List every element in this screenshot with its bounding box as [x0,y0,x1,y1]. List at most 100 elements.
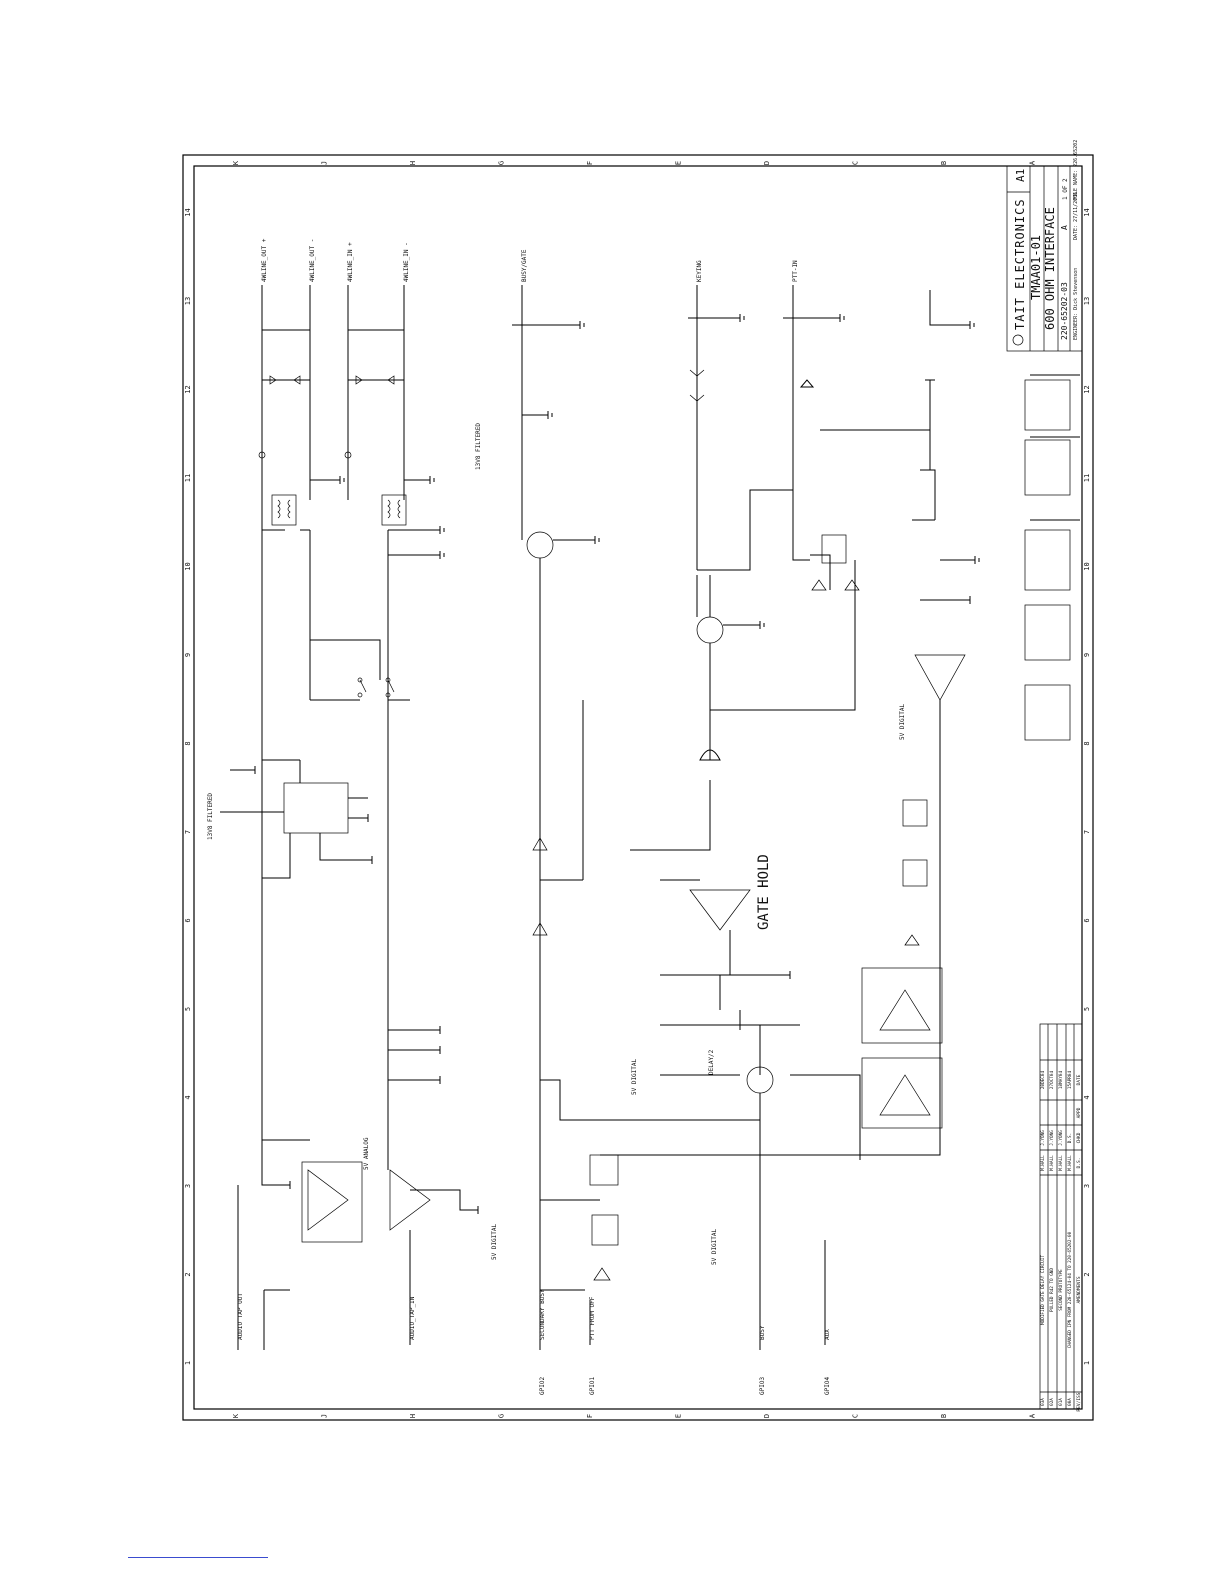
grid-col-5-left: 5 [184,1007,192,1011]
net-5v-digital-4: 5V DIGITAL [899,703,906,740]
grid-col-13-right: 13 [1083,297,1091,305]
grid-col-11-right: 11 [1083,474,1091,482]
rev-cell-3-1: CHANGED IPN FROM 220-65124-04 TO 220-652… [1067,1231,1073,1348]
supply-net-labels: 5V DIGITAL 5V DIGITAL 5V DIGITAL 5V DIGI… [363,703,906,1265]
rev-header-0: REV/ISS [1076,1392,1082,1411]
s1-upper-switches [310,639,410,701]
grid-row-h-top: H [409,161,417,165]
rev-header-3: CHKD [1076,1132,1082,1143]
transistor-q2 [526,531,554,559]
grid-row-a-bottom: A [1029,1413,1037,1418]
grid-col-7-right: 7 [1083,830,1091,834]
rev-cell-2-5: 18MAY04 [1058,1071,1064,1090]
spare-opamps [861,967,943,1129]
rev-cell-2-2: M.HALL [1058,1155,1064,1171]
line-audio-section [258,329,445,1140]
transformer-t2 [381,494,407,526]
sk2-audio-tap-in: AUDIO_TAP_IN [409,1296,416,1340]
grid-col-12-right: 12 [1083,385,1091,393]
grid-row-e-top: E [675,161,683,165]
sk1-connectors: 4WLINE_OUT + 4WLINE_OUT - 4WLINE_IN + 4W… [261,238,975,530]
sk1-line-out-minus: 4WLINE_OUT - [309,239,316,282]
grid-row-d-bottom: D [763,1414,771,1418]
grid-row-b-bottom: B [940,1414,948,1418]
rev-cell-3-3: D.S. [1067,1133,1073,1143]
revision-table: REV/ISSAMENDMENTSD.S.CHKDAPPDDATE03AMODI… [1039,1023,1083,1412]
net-delay: DELAY/2 [708,1049,715,1075]
net-5v-digital-1: 5V DIGITAL [491,1223,498,1260]
date-field: DATE: 27/11/2006 [1073,192,1079,240]
grid-row-c-top: C [852,161,860,165]
rev-cell-1-2: M.HALL [1049,1155,1055,1171]
outer-border [182,154,1094,1421]
grid-col-2-left: 2 [184,1272,192,1276]
grid-col-7-left: 7 [184,830,192,834]
gpio1-label: GPIO1 [589,1377,596,1395]
rev-cell-0-5: 20DEC04 [1040,1071,1046,1090]
grid-col-14-right: 14 [1083,208,1091,216]
rev-cell-2-1: SECOND PROTOTYPE [1058,1269,1064,1311]
file-name: FILE NAME: 226.65202 [1073,140,1079,200]
grid-col-9-left: 9 [184,653,192,657]
grid-row-d-top: D [763,161,771,165]
grid-col-6-left: 6 [184,918,192,922]
gpio2-label: GPIO2 [539,1377,546,1395]
rev-header-2: D.S. [1076,1158,1082,1169]
rev-header-5: DATE [1076,1074,1082,1085]
grid-row-j-bottom: J [321,1414,329,1418]
rev-cell-2-0: 01A [1058,1398,1064,1406]
rev-cell-1-5: 27OCT04 [1049,1071,1055,1090]
grid-col-11-left: 11 [184,474,192,482]
grid-col-6-right: 6 [1083,918,1091,922]
ptt-section [600,330,980,1156]
supply-decoupling [1024,374,1080,741]
inner-border [193,165,1083,1410]
issue: A [1060,225,1069,230]
audio-tap-section [237,1010,479,1350]
footer-rule [128,1557,268,1558]
grid-col-10-left: 10 [184,562,192,570]
grid-row-k-bottom: K [232,1413,240,1418]
comparator-u3 [914,654,966,701]
revision-rows: REV/ISSAMENDMENTSD.S.CHKDAPPDDATE03AMODI… [1040,1071,1082,1412]
rev-cell-1-1: PULLED R42 TO GND [1049,1268,1055,1312]
grid-col-3-left: 3 [184,1184,192,1188]
keying-section: GATE HOLD [630,330,861,1350]
rev-header-1: AMENDMENTS [1076,1276,1082,1303]
u5-ts4941: 13V8 FILTERED [207,759,373,879]
sk1-busy-gate: BUSY/GATE [521,249,528,282]
grid-col-12-left: 12 [184,385,192,393]
doc-code: TMAA01-01 [1029,235,1043,300]
sheet-size: A1 [1014,169,1027,182]
drawing-number: 220-65202-03 [1060,282,1069,340]
grid-row-h-bottom: H [409,1414,417,1418]
rev-cell-3-5: 15APR04 [1067,1071,1073,1090]
grid-row-j-top: J [321,161,329,165]
sk2-secondary-busy: SECONDARY BUSY [539,1289,546,1340]
grid-col-13-left: 13 [184,297,192,305]
grid-col-3-right: 3 [1083,1184,1091,1188]
opamp-u1-gate [689,889,751,931]
sk2-aux: AUX [824,1329,831,1340]
net-5v-analog: 5V ANALOG [363,1137,370,1170]
grid-col-1-right: 1 [1083,1361,1091,1365]
grid-col-1-left: 1 [184,1361,192,1365]
grid-row-e-bottom: E [675,1414,683,1418]
sheet-number: 1 OF 2 [1062,178,1069,200]
grid-col-8-left: 8 [184,741,192,745]
sk2-busy: BUSY [759,1325,766,1340]
rev-cell-1-0: 02A [1049,1398,1055,1406]
grid-row-f-top: F [586,161,594,165]
grid-col-8-right: 8 [1083,741,1091,745]
grid-row-k-top: K [232,160,240,165]
net-13v8-filtered-2: 13V8 FILTERED [475,423,482,470]
grid-col-9-right: 9 [1083,653,1091,657]
title-block: TAIT ELECTRONICS A1 TMAA01-01 600 OHM IN… [1006,140,1083,352]
net-5v-digital-3: 5V DIGITAL [711,1228,718,1265]
sk1-keying: KEYING [696,260,703,282]
